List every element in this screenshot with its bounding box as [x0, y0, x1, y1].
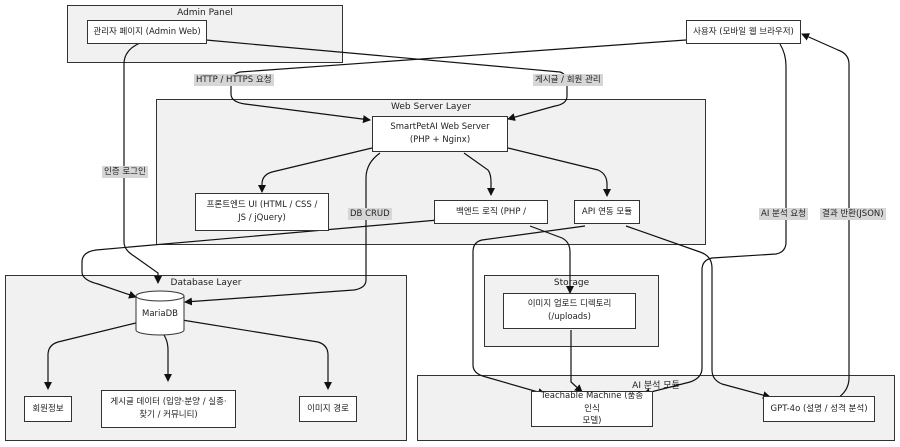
edge-mariadb-to-member	[44, 321, 141, 390]
edge-api-to-teachable	[472, 225, 586, 396]
edge-label-dbcrud: DB CRUD	[348, 208, 392, 221]
edge-label-http: HTTP / HTTPS 요청	[194, 74, 274, 87]
edge-user-to-teachable	[642, 43, 787, 397]
user-node: 사용자 (모바일 웹 브라우저)	[686, 20, 801, 44]
edge-label-board: 게시글 / 회원 관리	[533, 74, 603, 87]
edge-gpt-to-user	[801, 33, 850, 399]
edge-label-result: 결과 반환(JSON)	[820, 208, 886, 221]
upload-directory-node: 이미지 업로드 디렉토리 (/uploads)	[503, 293, 636, 329]
edge-mariadb-to-imgpath	[181, 319, 332, 390]
edge-api-to-gpt	[625, 225, 771, 400]
edge-uploads-to-teachable	[570, 330, 583, 393]
mariadb-cylinder-icon	[135, 290, 185, 336]
frontend-ui-node: 프론트엔드 UI (HTML / CSS / JS / jQuery)	[195, 193, 329, 231]
edge-label-ai-request: AI 분석 요청	[759, 208, 809, 221]
edge-label-auth: 인증 로그인	[102, 166, 148, 179]
image-path-node: 이미지 경로	[299, 396, 357, 422]
member-info-node: 회원정보	[24, 396, 72, 422]
edge-server-to-mariadb	[184, 152, 381, 306]
edge-admin-to-server	[205, 39, 568, 121]
admin-panel-title: Admin Panel	[177, 8, 233, 18]
ai-module-title: AI 분석 모듈	[632, 381, 680, 391]
mariadb-label: MariaDB	[142, 309, 178, 319]
database-layer-title: Database Layer	[170, 278, 242, 288]
storage-title: Storage	[553, 278, 590, 288]
api-module-node: API 연동 모듈	[574, 200, 640, 224]
web-server-node: SmartPetAI Web Server (PHP + Nginx)	[372, 116, 508, 152]
edge-backend-to-mariadb	[81, 219, 439, 299]
edge-server-to-backend	[463, 152, 495, 196]
web-server-layer-title: Web Server Layer	[391, 102, 471, 112]
post-data-node: 게시글 데이터 (입양·분양 / 실종· 찾기 / 커뮤니티)	[101, 390, 236, 428]
edge-admin-to-mariadb	[123, 42, 162, 284]
admin-web-node: 관리자 페이지 (Admin Web)	[87, 20, 207, 44]
edge-mariadb-to-posts	[159, 329, 172, 382]
teachable-machine-node: Teachable Machine (품종 인식 모델)	[531, 391, 653, 427]
edge-user-to-server	[230, 39, 687, 124]
edge-server-to-frontend	[258, 147, 373, 193]
gpt4o-node: GPT-4o (설명 / 성격 분석)	[763, 396, 875, 422]
edge-backend-to-uploads	[529, 225, 574, 294]
backend-logic-node: 백엔드 로직 (PHP /	[434, 200, 548, 224]
edge-server-to-api	[507, 147, 611, 197]
